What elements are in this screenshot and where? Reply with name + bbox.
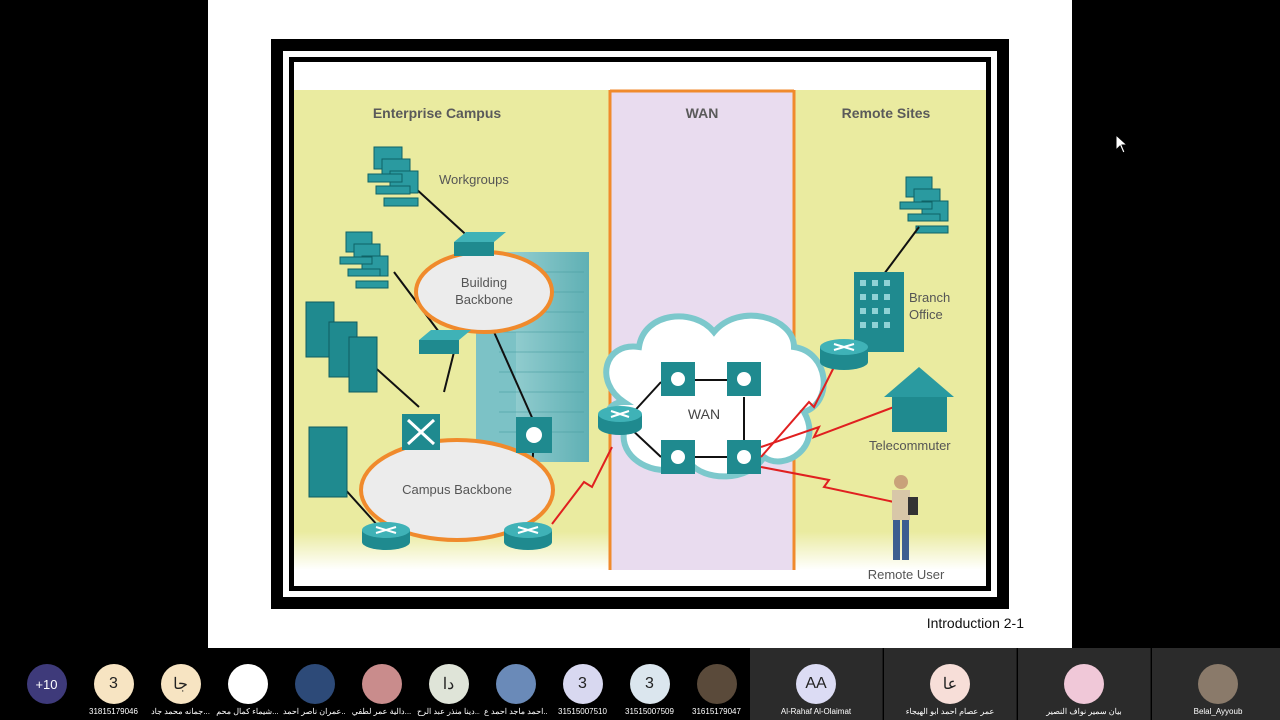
remote-user-label: Remote User: [868, 567, 945, 582]
participant-tile[interactable]: شيماء كمال محم...: [214, 648, 281, 720]
participant-tile[interactable]: جا جمانه محمد جاد...: [147, 648, 214, 720]
wan-cloud: [603, 312, 827, 480]
participant-tile[interactable]: دا دينا منذر عبد الرح...: [415, 648, 482, 720]
network-diagram: Enterprise Campus WAN Remote Sites: [294, 62, 986, 586]
participant-tile[interactable]: عا عمر عصام احمد ابو الهيجاء: [884, 648, 1017, 720]
participant-tile[interactable]: 3 31515007510: [549, 648, 616, 720]
campus-backbone: [359, 438, 555, 542]
multilayer-switch-icon: [402, 414, 440, 450]
participant-photo: [294, 664, 335, 704]
participant-tile[interactable]: 3 31815179046: [80, 648, 147, 720]
telecommuter-label: Telecommuter: [869, 438, 951, 453]
workgroup-pc-icon: [339, 231, 389, 289]
switch-icon: [419, 330, 471, 354]
campus-backbone-label: Campus Backbone: [402, 482, 512, 497]
branch-office-label: Branch: [909, 290, 950, 305]
participant-tile[interactable]: بيان سمير نواف النصير: [1018, 648, 1151, 720]
wan-switch-icon: [661, 362, 695, 396]
wan-switch-icon: [727, 440, 761, 474]
participant-avatar: جا: [160, 664, 201, 704]
participant-name: 31515007510: [558, 707, 607, 716]
participant-photo: [696, 664, 737, 704]
participant-name: Belal_Ayyoub: [1193, 707, 1243, 716]
wan-switch-icon: [727, 362, 761, 396]
diagram-frame: Enterprise Campus WAN Remote Sites: [271, 39, 1009, 609]
router-icon: [362, 522, 410, 550]
participant-name: عمران ناصر احمد...: [283, 707, 346, 716]
participant-tile[interactable]: 3 31515007509: [616, 648, 683, 720]
router-icon: [820, 339, 868, 370]
participant-avatar: 3: [629, 664, 670, 704]
participant-tile[interactable]: عمران ناصر احمد...: [281, 648, 348, 720]
participant-name: شيماء كمال محم...: [216, 707, 279, 716]
zone-title-remote: Remote Sites: [842, 105, 931, 121]
participant-name: 31515007509: [625, 707, 674, 716]
participant-name: جمانه محمد جاد...: [151, 707, 210, 716]
participant-tile[interactable]: احمد ماجد احمد ع...: [482, 648, 549, 720]
slide-footer: Introduction 2-1: [926, 615, 1024, 631]
mouse-cursor-icon: [1115, 134, 1129, 154]
wan-cloud-label: WAN: [688, 406, 720, 422]
participant-avatar: 3: [562, 664, 603, 704]
remote-user-person-icon: [892, 475, 918, 560]
building-backbone-label: Building: [461, 275, 507, 290]
participant-avatar: عا: [930, 664, 970, 704]
server-rack-icon: [305, 301, 378, 393]
participant-avatar: دا: [428, 664, 469, 704]
participant-photo: [495, 664, 536, 704]
participant-name: احمد ماجد احمد ع...: [484, 707, 547, 716]
participant-photo: [361, 664, 402, 704]
workgroup-pc-icon: [367, 146, 419, 207]
participant-avatar: [1064, 664, 1104, 704]
participant-strip: +10 3 31815179046 جا جمانه محمد جاد... شيماء …: [0, 648, 1280, 720]
more-participants-button[interactable]: +10: [13, 648, 80, 720]
participant-name: 31815179046: [89, 707, 138, 716]
branch-office-building-icon: [854, 272, 904, 352]
participant-name: عمر عصام احمد ابو الهيجاء: [905, 707, 995, 716]
zone-title-wan: WAN: [686, 105, 719, 121]
workgroups-label: Workgroups: [439, 172, 509, 187]
server-tower-icon: [308, 426, 348, 498]
participant-tile[interactable]: 31615179047: [683, 648, 750, 720]
participant-tile[interactable]: Belal_Ayyoub: [1152, 648, 1280, 720]
switch-icon: [454, 232, 506, 256]
participant-avatar: 3: [93, 664, 134, 704]
participant-avatar: [227, 664, 268, 704]
participant-name: Al-Rahaf Al-Olaimat: [780, 707, 852, 716]
participant-name: دالية عمر لطفي...: [351, 707, 412, 716]
building-backbone-label-2: Backbone: [455, 292, 513, 307]
router-icon: [598, 406, 642, 435]
house-icon: [884, 367, 954, 432]
wan-switch-icon: [661, 440, 695, 474]
router-icon: [504, 522, 552, 550]
branch-office-label-2: Office: [909, 307, 943, 322]
l3-switch-icon: [516, 417, 552, 453]
participant-name: بيان سمير نواف النصير: [1046, 707, 1122, 716]
serial-link-telecommuter: [760, 406, 895, 448]
zone-title-campus: Enterprise Campus: [373, 105, 502, 121]
participant-avatar: +10: [26, 664, 67, 704]
participant-tile[interactable]: AA Al-Rahaf Al-Olaimat: [750, 648, 883, 720]
serial-link-branch: [760, 366, 835, 458]
participant-name: 31615179047: [692, 707, 741, 716]
serial-link-remote-user: [760, 466, 895, 503]
participant-avatar: [1198, 664, 1238, 704]
serial-link-campus: [551, 446, 613, 525]
participant-avatar: AA: [796, 664, 836, 704]
participant-name: دينا منذر عبد الرح...: [417, 707, 480, 716]
participant-tile[interactable]: دالية عمر لطفي...: [348, 648, 415, 720]
presentation-slide: Enterprise Campus WAN Remote Sites: [208, 0, 1072, 648]
